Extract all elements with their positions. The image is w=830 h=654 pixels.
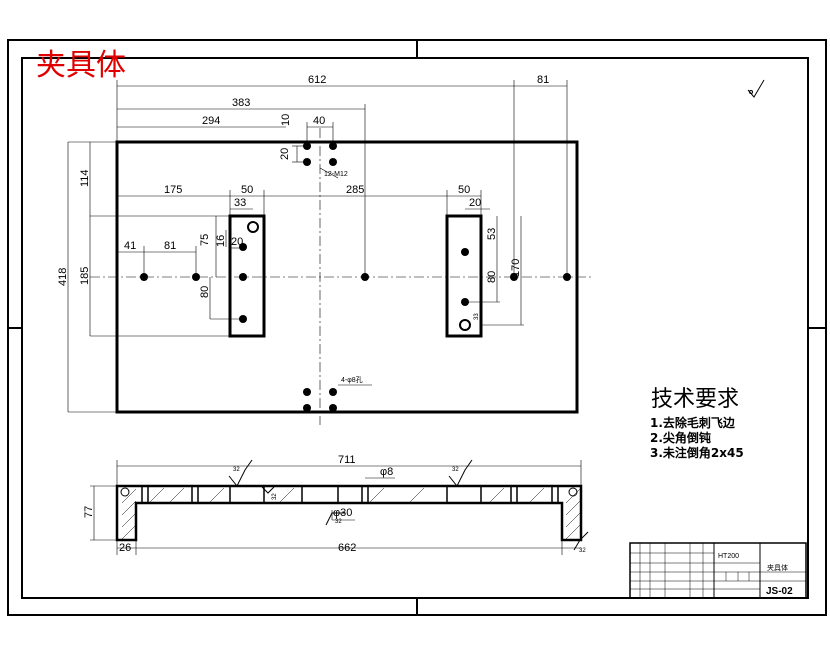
dim-33-left: 33 (234, 197, 246, 209)
dim-33-right: 33 (474, 313, 480, 320)
dim-662: 662 (338, 542, 356, 554)
dim-175: 175 (164, 184, 182, 196)
dim-170: 170 (510, 259, 522, 277)
roughness-32-d: 32 (579, 548, 586, 554)
roughness-32-e: 32 (272, 493, 278, 500)
plan-view: 612 81 383 294 10 40 20 114 418 185 175 … (57, 74, 592, 425)
dim-185: 185 (79, 267, 91, 285)
dim-711: 711 (338, 454, 356, 466)
dim-50-left: 50 (241, 184, 253, 196)
dim-phi30: φ30 (333, 507, 352, 519)
roughness-32-c: 32 (335, 519, 342, 525)
title-block-part-name: 夹具体 (767, 563, 788, 572)
dim-612: 612 (308, 74, 326, 86)
requirements-title: 技术要求 (651, 387, 739, 412)
dim-285: 285 (346, 184, 364, 196)
callout-m12-holes: 12-M12 (324, 171, 348, 178)
roughness-symbol-icon (747, 79, 765, 98)
dim-294: 294 (202, 115, 220, 127)
dim-81-top: 81 (537, 74, 549, 86)
dim-10: 10 (280, 114, 292, 126)
title-block-drawing-no: JS-02 (766, 586, 793, 597)
roughness-32-b: 32 (452, 467, 459, 473)
dim-20-v: 20 (279, 148, 291, 160)
drawing-title: 夹具体 (36, 48, 126, 83)
section-view: 711 φ8 77 26 662 φ30 32 32 32 32 32 (83, 454, 589, 555)
right-slot (445, 214, 483, 338)
requirement-item-1: 1.去除毛刺飞边 (650, 415, 736, 430)
dim-phi8: φ8 (380, 466, 393, 478)
dim-50-right: 50 (458, 184, 470, 196)
dim-41: 41 (124, 240, 136, 252)
dim-20-right: 20 (469, 197, 481, 209)
centering-marks (8, 40, 826, 615)
section-body (115, 484, 583, 542)
dim-80-left: 80 (199, 286, 211, 298)
dim-80-right: 80 (486, 271, 498, 283)
requirement-item-2: 2.尖角倒钝 (650, 430, 711, 445)
requirement-item-3: 3.未注倒角2x45 (650, 445, 744, 460)
callout-4-holes: 4-φ8孔 (341, 376, 363, 384)
inner-frame (21, 57, 809, 599)
roughness-marks (228, 459, 589, 551)
dim-40: 40 (313, 115, 325, 127)
dim-114: 114 (79, 169, 91, 187)
dim-75: 75 (199, 234, 211, 246)
dim-383: 383 (232, 97, 250, 109)
left-slot (228, 214, 266, 338)
dim-20-mid: 20 (231, 236, 243, 248)
dim-26: 26 (119, 542, 131, 554)
roughness-32-a: 32 (233, 467, 240, 473)
title-block-material: HT200 (718, 553, 739, 560)
title-block (629, 542, 807, 599)
dim-77: 77 (83, 506, 95, 518)
technical-requirements: 技术要求 1.去除毛刺飞边 2.尖角倒钝 3.未注倒角2x45 (650, 387, 744, 460)
dim-53: 53 (486, 228, 498, 240)
holes (140, 142, 571, 412)
dim-418: 418 (57, 268, 69, 286)
dim-16: 16 (215, 235, 227, 247)
outer-frame (7, 39, 827, 616)
dim-81-mid: 81 (164, 240, 176, 252)
